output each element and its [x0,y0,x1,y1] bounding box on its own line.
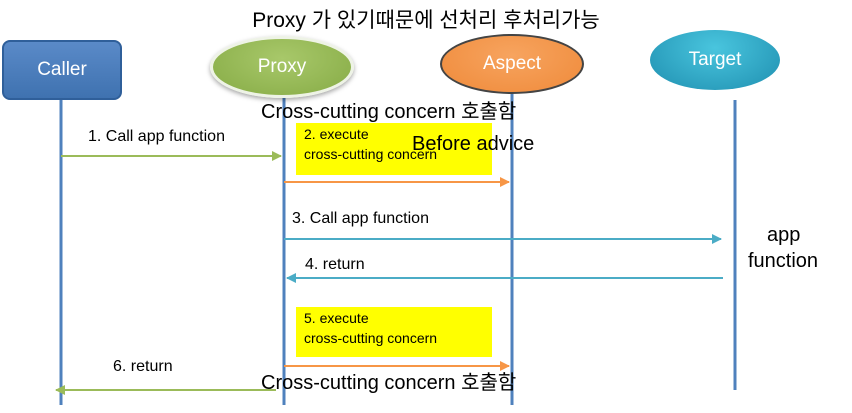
before-advice-label: Before advice [412,133,535,155]
cross-cutting-note-top: Cross-cutting concern 호출함 [261,101,517,123]
message-1-label: 1. Call app function [88,128,225,145]
message-2-line2: cross-cutting concern [304,146,438,162]
message-5-note: 5. execute cross-cutting concern [296,307,492,357]
diagram-title: Proxy 가 있기때문에 선처리 후처리가능 [252,9,600,32]
message-5-line1: 5. execute [304,310,369,326]
message-2-note: 2. execute cross-cutting concern [296,123,492,175]
proxy-label: Proxy [257,56,307,77]
target-label: Target [688,49,742,70]
cross-cutting-note-bottom: Cross-cutting concern 호출함 [261,372,517,394]
message-5-line2: cross-cutting concern [304,330,438,346]
aspect-actor: Aspect [440,34,584,94]
target-actor: Target [650,30,780,90]
app-function-line2: function [748,250,819,272]
proxy-actor: Proxy [210,36,354,98]
caller-actor: Caller [2,40,122,100]
aspect-label: Aspect [482,53,542,74]
message-2-line1: 2. execute [304,126,369,142]
message-6-label: 6. return [113,358,173,375]
message-4-label: 4. return [305,256,365,273]
caller-label: Caller [37,59,87,80]
app-function-line1: app [767,224,801,246]
message-3-label: 3. Call app function [292,210,429,227]
